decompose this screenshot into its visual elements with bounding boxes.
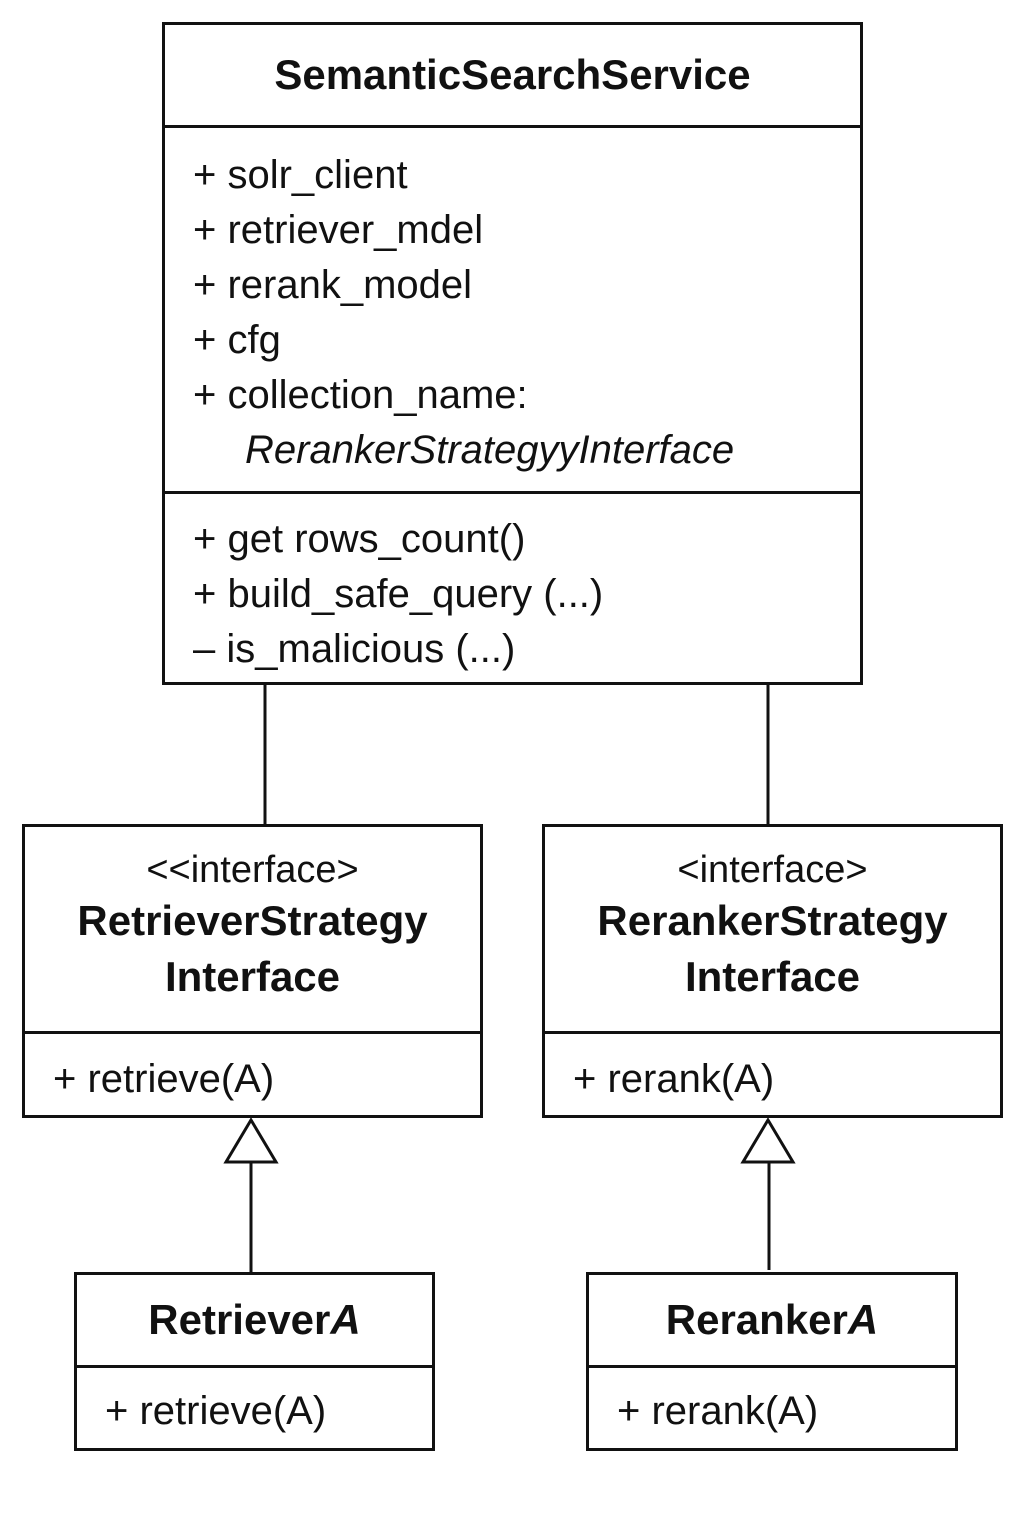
operation-retrieve: + retrieve(A)	[53, 1057, 275, 1101]
method-build-safe-query: + build_safe_query (...)	[193, 572, 604, 616]
interface-header: <<interface> RetrieverStrategy Interface	[25, 827, 480, 1031]
retriever-strategy-interface: <<interface> RetrieverStrategy Interface…	[22, 824, 483, 1118]
generalization-arrowhead-reranker	[740, 1117, 796, 1164]
class-name: SemanticSearchService	[274, 51, 751, 98]
class-name-suffix: A	[330, 1296, 361, 1343]
interface-name-line2: Interface	[684, 953, 861, 1000]
interface-name-line1: RetrieverStrategy	[77, 897, 428, 944]
operations-section: + retrieve(A)	[77, 1365, 432, 1436]
stereotype-label: <<interface>	[146, 849, 359, 891]
operation-rerank: + rerank(A)	[617, 1389, 819, 1433]
operation-rerank: + rerank(A)	[573, 1057, 775, 1101]
operations-section: + rerank(A)	[589, 1365, 955, 1436]
attribute-rerank-model: + rerank_model	[193, 263, 473, 307]
interface-name-line1: RerankerStrategy	[597, 897, 948, 944]
method-get-rows-count: + get rows_count()	[193, 517, 526, 561]
attribute-type-continuation: RerankerStrategyyInterface	[245, 428, 735, 472]
class-name-main: Retriever	[148, 1296, 331, 1343]
attribute-retriever-model: + retriever_mdel	[193, 208, 484, 252]
generalization-arrowhead-retriever	[223, 1117, 279, 1164]
class-name-main: Reranker	[665, 1296, 848, 1343]
attributes-section: + solr_client + retriever_mdel + rerank_…	[165, 125, 860, 491]
operation-retrieve: + retrieve(A)	[105, 1389, 327, 1433]
semantic-search-service-class: SemanticSearchService + solr_client + re…	[162, 22, 863, 685]
class-name-suffix: A	[847, 1296, 879, 1343]
class-name-section: SemanticSearchService	[165, 25, 860, 125]
methods-section: + get rows_count() + build_safe_query (.…	[165, 491, 860, 677]
interface-name-line2: Interface	[164, 953, 341, 1000]
operations-section: + retrieve(A)	[25, 1031, 480, 1104]
reranker-strategy-interface: <interface> RerankerStrategy Interface +…	[542, 824, 1003, 1118]
interface-header: <interface> RerankerStrategy Interface	[545, 827, 1000, 1031]
method-is-malicious: – is_malicious (...)	[193, 627, 516, 671]
attribute-solr-client: + solr_client	[193, 153, 408, 197]
attribute-cfg: + cfg	[193, 318, 281, 362]
stereotype-label: <interface>	[677, 849, 868, 891]
attribute-collection-name: + collection_name:	[193, 373, 528, 417]
operations-section: + rerank(A)	[545, 1031, 1000, 1104]
